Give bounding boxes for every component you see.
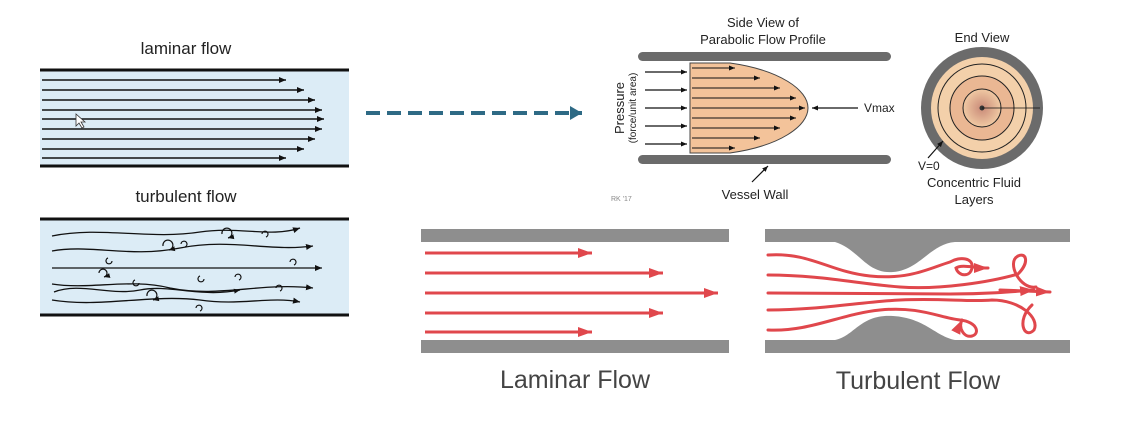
turbulent-flow-title: turbulent flow: [135, 187, 237, 206]
layers-label-line1: Concentric Fluid: [927, 175, 1021, 190]
bottom-laminar-panel: Laminar Flow: [421, 229, 729, 394]
end-view-title: End View: [955, 30, 1010, 45]
bottom-laminar-caption: Laminar Flow: [500, 366, 651, 394]
end-view-diagram: End View V=0 Concentric Fluid Layers: [918, 30, 1043, 207]
bottom-laminar-streamlines: [425, 248, 718, 337]
pressure-sublabel: (force/unit area): [628, 73, 639, 144]
v0-label: V=0: [918, 159, 940, 173]
laminar-streamlines: [42, 77, 324, 161]
vessel-wall-pointer: [751, 165, 769, 183]
vessel-wall-top: [638, 52, 891, 61]
turbulent-flow-panel: turbulent flow: [40, 187, 349, 317]
profile-title-line1: Side View of: [727, 15, 799, 30]
pressure-label: Pressure: [612, 82, 627, 134]
bottom-turbulent-panel: Turbulent Flow: [765, 229, 1070, 395]
turbulent-streamlines: [51, 227, 322, 304]
turbulent-eddies: [98, 227, 297, 312]
vmax-label: Vmax: [864, 101, 895, 115]
bottom-turbulent-caption: Turbulent Flow: [836, 367, 1001, 395]
bottom-laminar-wall-top: [421, 229, 729, 242]
stenosis-wall-top: [765, 229, 1070, 273]
bottom-laminar-wall-bottom: [421, 340, 729, 353]
layers-label-line2: Layers: [954, 192, 994, 207]
bottom-turbulent-streamlines: [766, 253, 1052, 338]
stenosis-wall-bottom: [765, 315, 1070, 353]
laminar-vessel: [40, 70, 349, 166]
vessel-wall-label: Vessel Wall: [722, 187, 789, 202]
pressure-arrows: [645, 69, 687, 147]
mouse-cursor-icon: [75, 113, 87, 129]
credit-text: RK '17: [611, 196, 632, 203]
laminar-flow-title: laminar flow: [141, 39, 232, 58]
velocity-arrows: [692, 65, 805, 151]
parabolic-profile-diagram: Side View of Parabolic Flow Profile Pres…: [611, 15, 895, 203]
profile-title-line2: Parabolic Flow Profile: [700, 32, 826, 47]
laminar-flow-panel: laminar flow: [40, 39, 349, 168]
v0-pointer: [927, 140, 944, 159]
vessel-wall-bottom: [638, 155, 891, 164]
